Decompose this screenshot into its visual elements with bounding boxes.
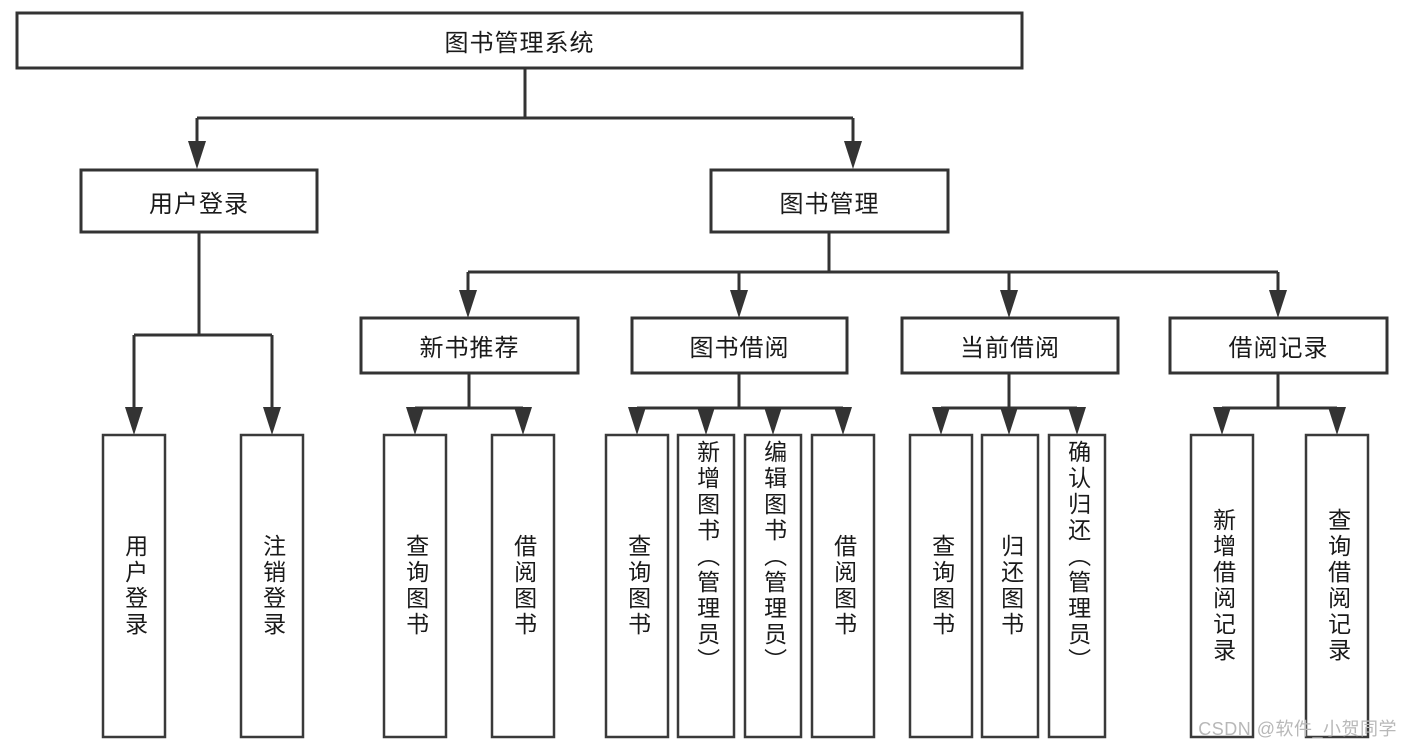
- node-box-leaf-add-record[interactable]: [1189, 433, 1255, 739]
- arrow-head-new-book: [459, 290, 477, 318]
- node-box-leaf-confirm-return[interactable]: [1047, 433, 1107, 739]
- arrow-head-book-manage: [844, 141, 862, 169]
- arrow-head-leaf-add-book: [697, 407, 715, 435]
- node-box-leaf-add-book[interactable]: [676, 433, 736, 739]
- node-box-leaf-query-book-1[interactable]: [382, 433, 448, 739]
- connector-userlogin-to-leaves: [125, 232, 281, 435]
- node-box-borrow-record[interactable]: [1168, 316, 1389, 375]
- arrow-head-leaf-logout-login: [263, 407, 281, 435]
- arrow-head-leaf-query-book-1: [406, 407, 424, 435]
- arrow-head-leaf-query-book-3: [932, 407, 950, 435]
- arrow-head-borrow-record: [1269, 290, 1287, 318]
- node-box-leaf-logout-login[interactable]: [239, 433, 305, 739]
- arrow-head-book-borrow: [730, 290, 748, 318]
- arrow-head-leaf-confirm-return: [1068, 407, 1086, 435]
- arrow-head-leaf-query-book-2: [628, 407, 646, 435]
- node-box-user-login[interactable]: [79, 168, 319, 234]
- node-box-book-borrow[interactable]: [630, 316, 849, 375]
- watermark-text: CSDN @软件_小贺同学: [1198, 719, 1397, 739]
- arrow-head-leaf-edit-book: [764, 407, 782, 435]
- node-box-new-book-recommend[interactable]: [359, 316, 580, 375]
- node-box-leaf-query-book-3[interactable]: [908, 433, 974, 739]
- connector-newbook-to-leaves: [406, 373, 532, 435]
- node-box-current-borrow[interactable]: [900, 316, 1120, 375]
- arrow-head-leaf-user-login: [125, 407, 143, 435]
- node-box-leaf-query-book-2[interactable]: [604, 433, 670, 739]
- arrow-head-user-login: [188, 141, 206, 169]
- arrow-head-leaf-borrow-book-1: [514, 407, 532, 435]
- arrow-head-leaf-return-book: [1000, 407, 1018, 435]
- arrow-head-leaf-add-record: [1213, 407, 1231, 435]
- arrow-head-current-borrow: [1000, 290, 1018, 318]
- connector-root-to-level2: [188, 68, 862, 169]
- connector-bookborrow-to-leaves: [628, 373, 852, 435]
- arrow-head-leaf-borrow-book-2: [834, 407, 852, 435]
- node-box-leaf-return-book[interactable]: [980, 433, 1040, 739]
- node-box-leaf-borrow-book-1[interactable]: [490, 433, 556, 739]
- arrow-head-leaf-query-record: [1328, 407, 1346, 435]
- connector-borrowrecord-to-leaves: [1213, 373, 1346, 435]
- node-box-leaf-query-record[interactable]: [1304, 433, 1370, 739]
- node-box-book-manage[interactable]: [709, 168, 950, 234]
- node-box-leaf-user-login[interactable]: [101, 433, 167, 739]
- connector-bookmanage-to-level3: [459, 232, 1287, 318]
- node-box-leaf-edit-book[interactable]: [743, 433, 803, 739]
- node-box-root[interactable]: [15, 11, 1024, 70]
- connector-currentborrow-to-leaves: [932, 373, 1086, 435]
- node-box-leaf-borrow-book-2[interactable]: [810, 433, 876, 739]
